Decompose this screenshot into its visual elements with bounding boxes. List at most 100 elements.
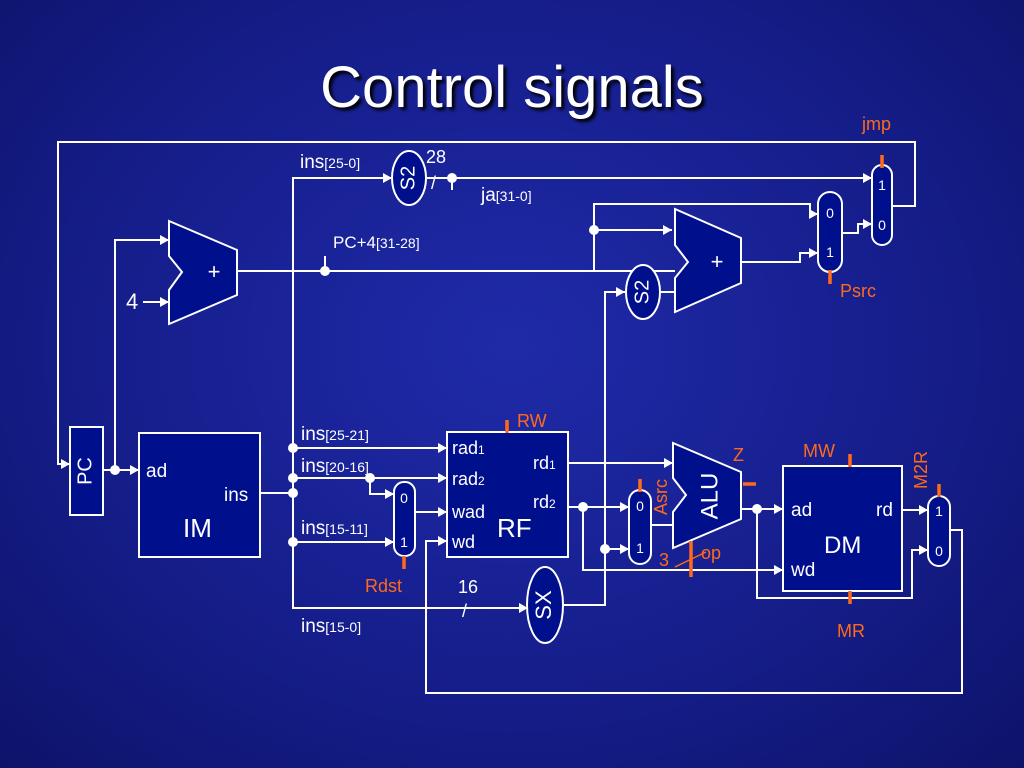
im-label: IM (183, 513, 212, 543)
rf-rad2-sub: 2 (478, 474, 485, 488)
arrow-wad (438, 507, 447, 517)
asrc-mux-0: 0 (636, 498, 644, 514)
label-ins-15-11-sub: [15-11] (325, 521, 368, 537)
label-ja: ja[31-0] (480, 185, 532, 206)
branch-adder-symbol: + (711, 249, 724, 274)
rf-wd-port: wd (451, 532, 475, 552)
m2r-mux-1: 1 (935, 503, 943, 519)
arrow-amux-0 (620, 502, 629, 512)
wire-rd2-to-dm (582, 507, 783, 571)
rf-rd2-port: rd2 (533, 492, 556, 512)
label-ins-20-16-text: ins (301, 456, 325, 477)
junction-dot (447, 173, 457, 183)
wire-sx-to-s2 (563, 291, 625, 606)
label-ja-sub: [31-0] (496, 188, 532, 204)
junction-dot (589, 225, 599, 235)
op-signal: op (701, 543, 721, 563)
arrow-dm-wd (774, 565, 783, 575)
label-ins-20-16-sub: [20-16] (325, 459, 369, 475)
shift2-jump (391, 150, 427, 206)
z-signal: Z (733, 445, 744, 465)
label-ins-15-0-text: ins (301, 616, 325, 637)
im-ad-port: ad (146, 461, 167, 482)
pc-register (69, 426, 104, 516)
asrc-signal: Asrc (651, 479, 671, 515)
arrow-pmux-0 (809, 209, 818, 219)
sign-extend-label: SX (531, 590, 556, 620)
wire-writeback (425, 529, 963, 694)
m2r-signal: M2R (911, 451, 931, 489)
slide-title: Control signals (320, 55, 704, 120)
arrow-s2-top (383, 173, 392, 183)
label-ins-15-0: ins[15-0] (301, 616, 361, 637)
junction-dot (110, 465, 120, 475)
arrow-pc (61, 459, 70, 469)
op-bits: 3 (659, 550, 669, 570)
pc-adder (168, 219, 238, 326)
arrow-wd (438, 536, 447, 546)
label-ins-15-0-sub: [15-0] (325, 619, 361, 635)
rw-signal: RW (517, 411, 547, 431)
const-4: 4 (126, 289, 138, 314)
rf-wad-port: wad (451, 502, 485, 522)
wire-adder2-to-pmux (741, 252, 818, 263)
label-pc4-sub: [31-28] (376, 235, 420, 251)
branch-adder (674, 207, 742, 314)
label-28-slash: / (431, 173, 436, 193)
label-pc4: PC+4[31-28] (333, 233, 420, 252)
rf-rd2-text: rd (533, 492, 549, 512)
label-16-bits: 16 (458, 577, 478, 597)
rf-label: RF (497, 513, 532, 543)
junction-dot (288, 488, 298, 498)
arrow-dm-ad (774, 504, 783, 514)
arrow-adder1-a (160, 235, 169, 245)
label-ins-25-0: ins[25-0] (300, 152, 360, 173)
rdst-signal: Rdst (365, 576, 402, 596)
im-ins-port: ins (224, 485, 248, 506)
label-16-slash: / (462, 601, 467, 621)
junction-dot (752, 504, 762, 514)
pc-label: PC (74, 457, 96, 485)
m2r-mux-0: 0 (935, 543, 943, 559)
arrow-rdst-1 (385, 537, 394, 547)
wire-pc-to-adder1 (114, 239, 169, 470)
arrow-m2r-0 (919, 545, 928, 555)
junction-dot (600, 544, 610, 554)
mw-signal: MW (803, 441, 835, 461)
arrow-jmux-0 (863, 219, 872, 229)
alu-label: ALU (696, 473, 723, 520)
label-ja-text: ja (480, 185, 496, 206)
label-ins-25-21-text: ins (301, 424, 325, 445)
op-slash (674, 551, 707, 568)
psrc-mux-1: 1 (826, 244, 834, 260)
label-ins-15-11: ins[15-11] (301, 518, 368, 539)
jmp-mux-0: 0 (878, 217, 886, 233)
dm-label: DM (824, 532, 861, 559)
arrow-sx (519, 603, 528, 613)
arrowheads (61, 173, 928, 613)
psrc-mux-0: 0 (826, 205, 834, 221)
shift2-branch (625, 264, 661, 320)
dm-ad-port: ad (791, 500, 812, 521)
rf-rad1-port: rad1 (452, 438, 485, 458)
junction-dot (578, 502, 588, 512)
junction-dot (288, 443, 298, 453)
jmp-mux-1: 1 (878, 177, 886, 193)
rf-rad1-sub: 1 (478, 443, 485, 457)
arrow-amux-1 (620, 544, 629, 554)
arrow-rad2 (438, 473, 447, 483)
label-ins-25-21: ins[25-21] (301, 424, 369, 445)
rf-rad2-port: rad2 (452, 469, 485, 489)
label-ins-15-11-text: ins (301, 518, 325, 539)
psrc-mux (817, 191, 843, 273)
mr-signal: MR (837, 621, 865, 641)
wire-ins-25-0 (292, 177, 392, 591)
label-ins-20-16: ins[20-16] (301, 456, 369, 477)
junction-dot (365, 473, 375, 483)
asrc-mux-1: 1 (636, 540, 644, 556)
arrow-pmux-1 (809, 248, 818, 258)
rf-rd1-sub: 1 (549, 458, 556, 472)
arrow-rad1 (438, 443, 447, 453)
